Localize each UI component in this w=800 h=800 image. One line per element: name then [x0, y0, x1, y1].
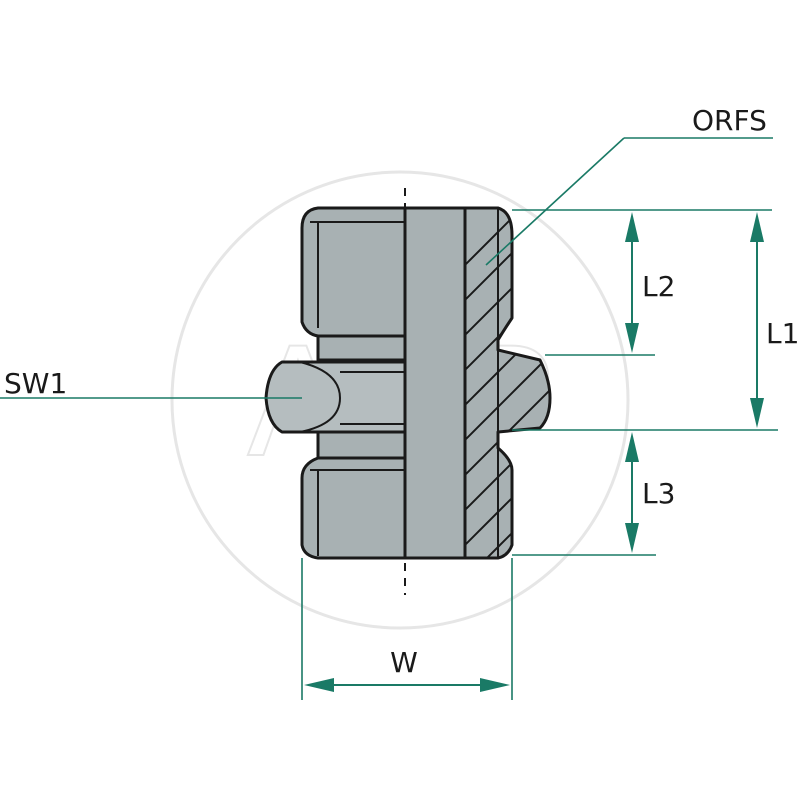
- fitting-body: [264, 188, 552, 595]
- sw1-leader: SW1: [0, 367, 302, 400]
- dimension-w: W: [304, 646, 510, 692]
- lower-neck-left: [316, 430, 407, 462]
- extension-lines: [301, 209, 778, 700]
- orfs-label: ORFS: [692, 104, 767, 137]
- center-body: [403, 206, 467, 560]
- l2-label: L2: [642, 270, 675, 303]
- w-label: W: [390, 646, 418, 679]
- dimension-l1: L1: [750, 212, 799, 428]
- upper-neck-left: [316, 334, 407, 362]
- l3-label: L3: [642, 477, 675, 510]
- hex-nut: [264, 360, 407, 434]
- dimension-l2: L2: [625, 212, 675, 353]
- upper-thread-left: [300, 206, 407, 338]
- dimension-l3: L3: [625, 432, 675, 553]
- lower-thread-left: [300, 456, 407, 560]
- section-right: [463, 206, 552, 560]
- l1-label: L1: [766, 317, 799, 350]
- orfs-leader: ORFS: [485, 104, 773, 266]
- sw1-label: SW1: [4, 367, 67, 400]
